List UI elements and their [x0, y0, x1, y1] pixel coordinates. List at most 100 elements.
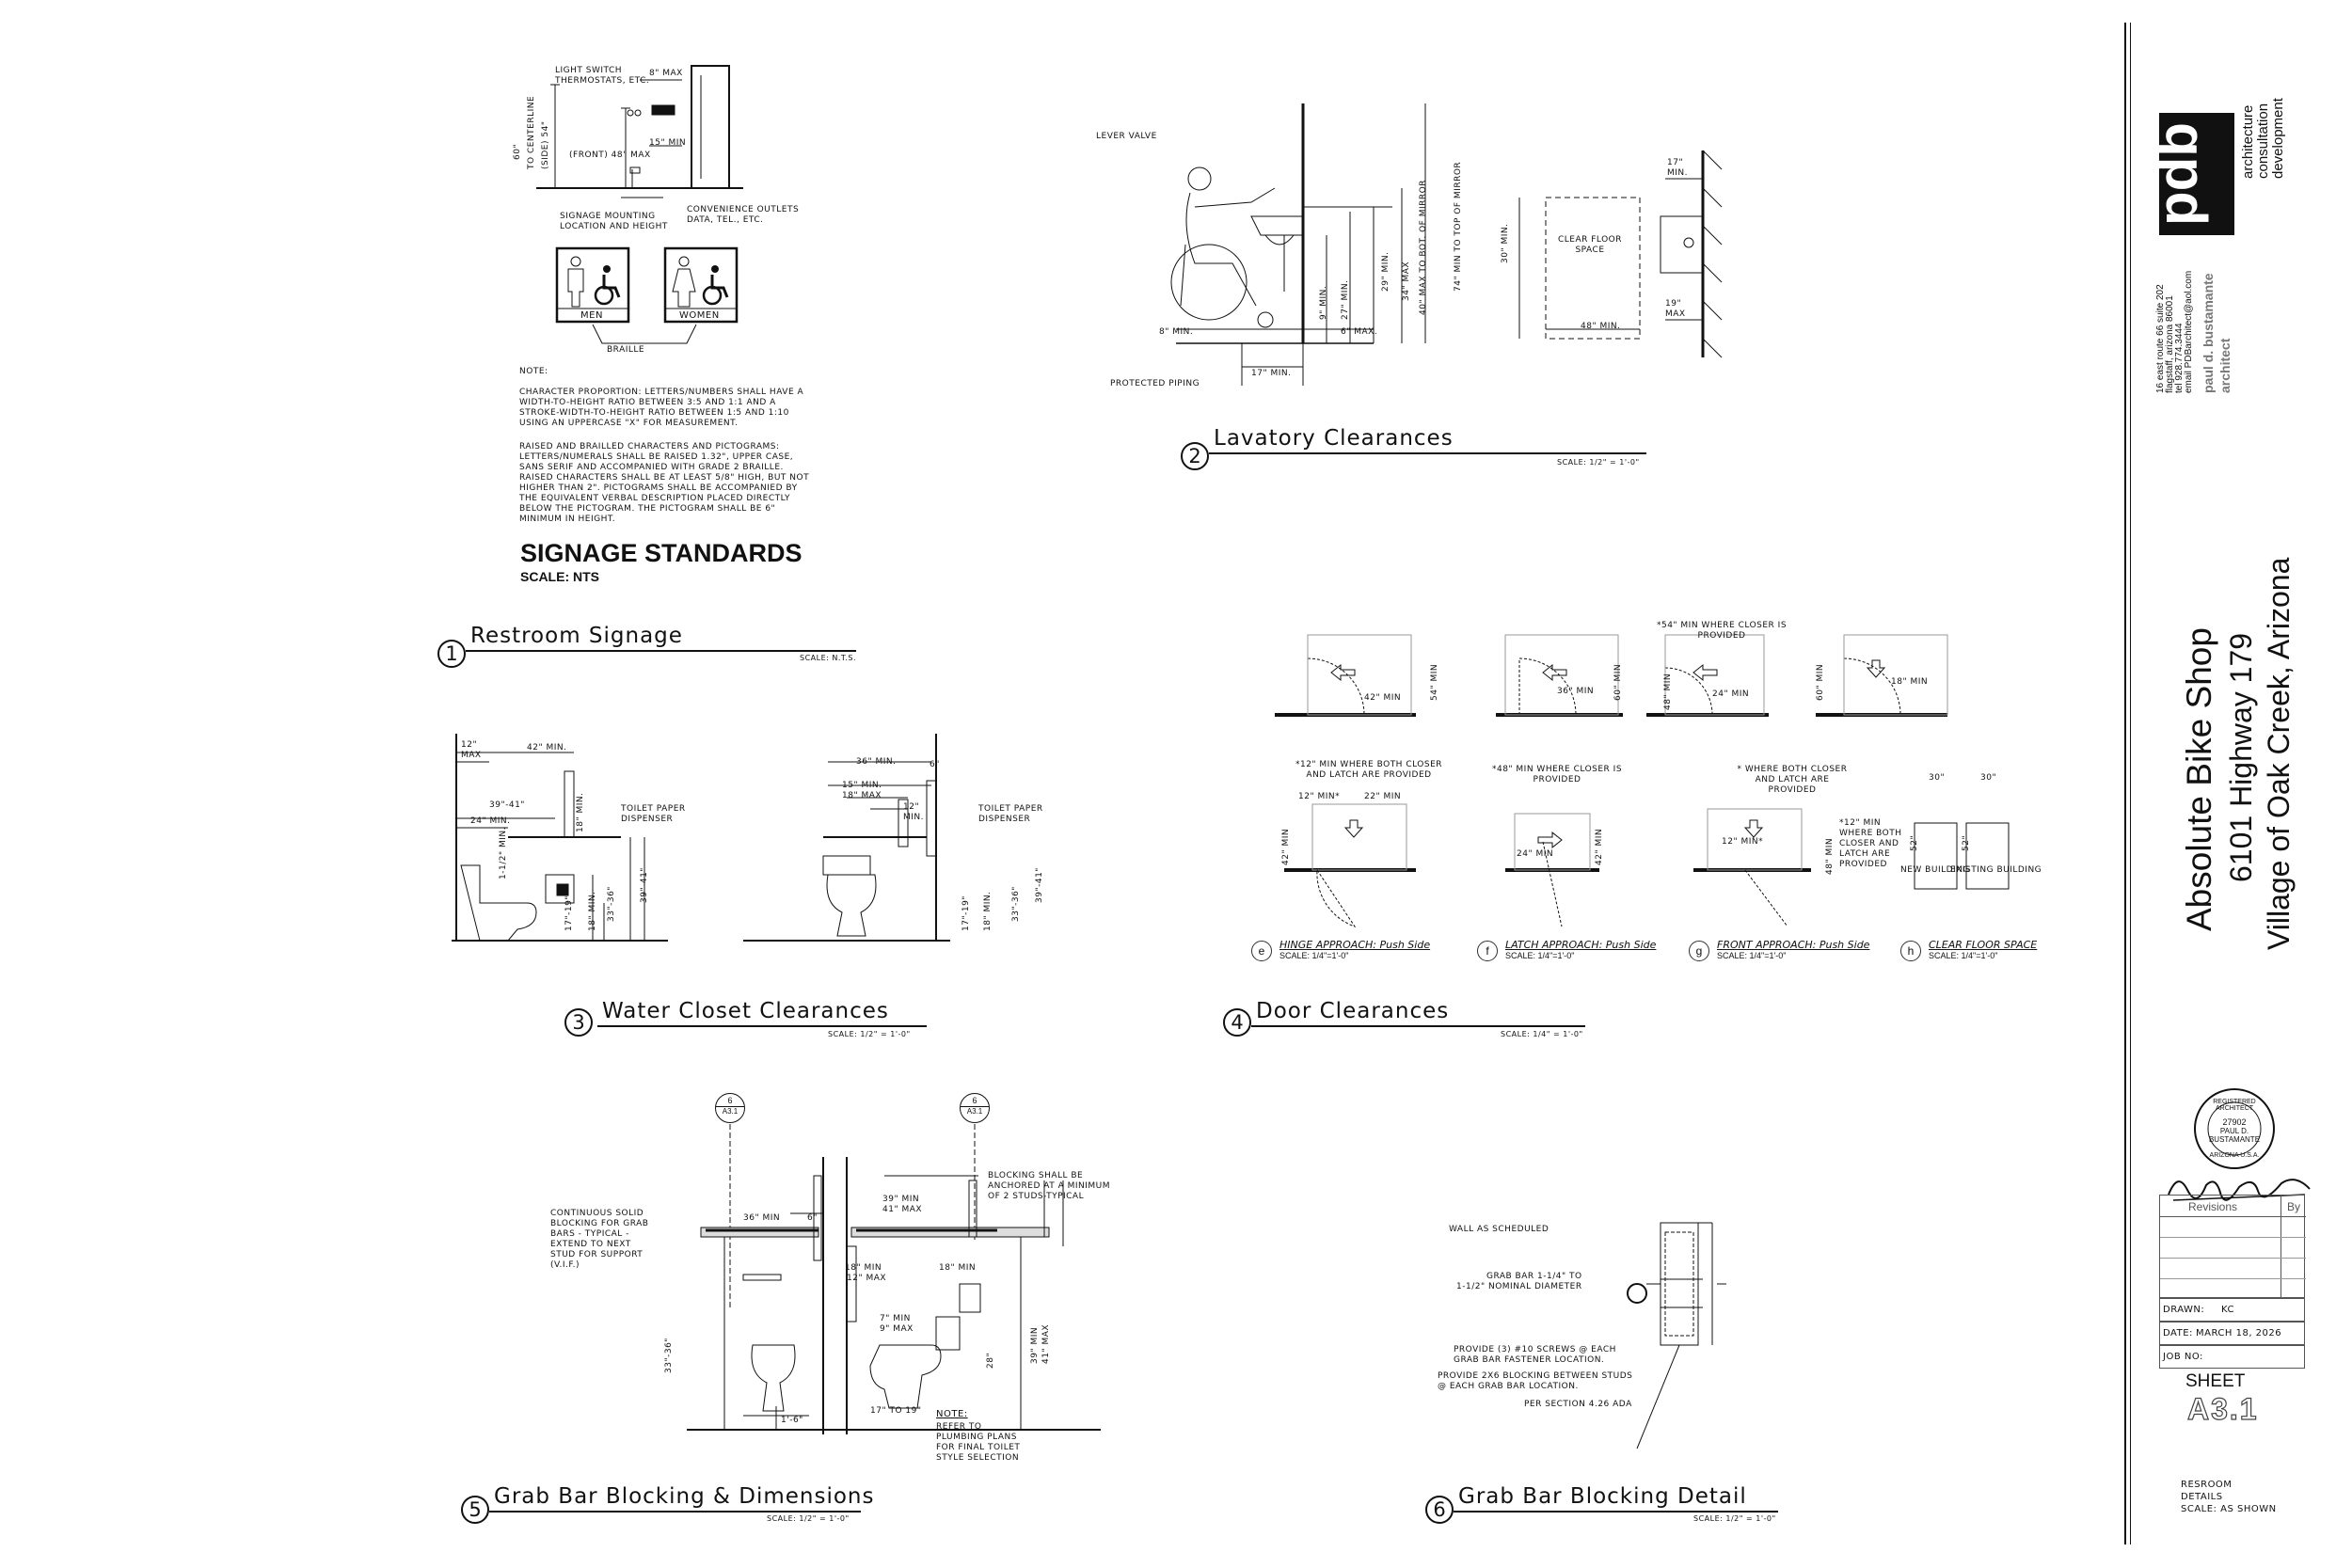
gb-note-text: REFER TO PLUMBING PLANS FOR FINAL TOILET…	[936, 1422, 1021, 1463]
architect-name: paul d. bustamante	[2201, 273, 2216, 393]
mounting-label-1: SIGNAGE MOUNTING	[560, 212, 656, 221]
signage-standards-title: SIGNAGE STANDARDS	[520, 539, 803, 567]
lav-max-40: 40" MAX TO BOT. OF MIRROR	[1419, 180, 1428, 315]
sub-h-title: CLEAR FLOOR SPACE	[1929, 939, 2038, 951]
door-min-48b: 48" MIN	[1825, 837, 1835, 875]
detail-3-number: 3	[564, 1008, 593, 1037]
revisions-table: Revisions By	[2159, 1195, 2306, 1299]
by-header: By	[2287, 1200, 2301, 1213]
clear-floor-label: CLEAR FLOOR SPACE	[1557, 235, 1623, 255]
drawn-value: KC	[2221, 1305, 2234, 1315]
outlets-label: Convenience Outlets	[687, 205, 800, 214]
wc-33-36: 33"-36"	[607, 886, 616, 922]
water-closet-front	[743, 734, 950, 945]
project-address: 6101 Highway 179	[2224, 632, 2258, 882]
gb-17-19: 17" TO 19"	[870, 1406, 922, 1416]
detail-1-title: Restroom Signage	[470, 624, 683, 648]
door-dim-30a: 30"	[1929, 773, 1946, 783]
door-note-both: * WHERE BOTH CLOSER AND LATCH ARE PROVID…	[1737, 765, 1848, 795]
firm-line-2: consultation	[2255, 103, 2271, 179]
door-min-12b: 12" MIN*	[1722, 837, 1764, 847]
max-8-label: 8" MAX	[649, 69, 683, 78]
wc-min-1-12: 1-1/2" MIN.	[499, 827, 508, 879]
door-min-24b: 24" MIN	[1517, 849, 1554, 859]
firm-line-3: development	[2270, 98, 2286, 179]
ref-bubble-1: 6 A3.1	[715, 1093, 745, 1123]
wc-min-12: 12" MIN.	[903, 802, 925, 822]
lav-max-6: 6" MAX.	[1341, 327, 1378, 337]
lav-min-17b: 17" MIN.	[1667, 158, 1689, 178]
project-city: Village of Oak Creek, Arizona	[2262, 557, 2296, 950]
lav-max-34: 34" MAX	[1402, 261, 1411, 301]
sheet-number: A3.1	[2186, 1391, 2259, 1426]
detail-6-number: 6	[1425, 1496, 1454, 1524]
door-min-60: 60" MIN	[1613, 663, 1623, 701]
revisions-header: Revisions	[2188, 1200, 2238, 1213]
detail-6-title: Grab Bar Blocking Detail	[1458, 1484, 1747, 1509]
gd-blocking-1: PROVIDE 2X6 BLOCKING BETWEEN STUDS	[1438, 1371, 1633, 1381]
door-min-12: 12" MIN*	[1298, 792, 1341, 801]
gb-min-7: 7" MIN	[880, 1314, 911, 1323]
detail-3-title: Water Closet Clearances	[602, 999, 889, 1023]
detail-6-scale: SCALE: 1/2" = 1'-0"	[1693, 1514, 1776, 1523]
sub-h-scale: SCALE: 1/4"=1'-0"	[1929, 951, 1998, 960]
ref-bubble-2: 6 A3.1	[960, 1093, 990, 1123]
gb-min-39b: 39" MIN	[1030, 1326, 1040, 1364]
gd-screws-2: GRAB BAR FASTENER LOCATION.	[1454, 1355, 1605, 1365]
door-existing-building: EXISTING BUILDING	[1950, 865, 2042, 875]
lav-min-8: 8" MIN.	[1159, 327, 1194, 337]
date-row: Date: March 18, 2026	[2159, 1322, 2305, 1345]
architect-seal	[2183, 1086, 2286, 1180]
wc-min-18b: 18" MIN.	[588, 891, 597, 931]
women-label: WOMEN	[679, 310, 720, 321]
gb-min-36: 36" MIN	[743, 1213, 781, 1223]
job-row: Job No:	[2159, 1345, 2305, 1369]
wc-17-19-f: 17"-19"	[961, 895, 971, 931]
wc-max-18: 18" MAX	[842, 791, 882, 800]
sub-e-letter: e	[1251, 941, 1272, 961]
detail-2-scale: SCALE: 1/2" = 1'-0"	[1557, 458, 1640, 467]
detail-1-number: 1	[437, 640, 466, 668]
wc-min-24: 24" MIN.	[470, 816, 511, 826]
door-min-42b: 42" MIN	[1281, 828, 1291, 865]
door-min-24: 24" MIN	[1712, 689, 1750, 699]
min-15-label: 15" MIN	[649, 138, 687, 148]
door-min-18: 18" MIN	[1891, 677, 1929, 687]
date-value: March 18, 2026	[2196, 1328, 2282, 1338]
signage-note-1: CHARACTER PROPORTION: LETTERS/NUMBERS SH…	[519, 388, 804, 428]
lav-max-19: 19" MAX	[1665, 299, 1686, 319]
sheet-desc-2: DETAILS	[2181, 1492, 2223, 1502]
braille-leader	[583, 325, 706, 353]
lavatory-elevation	[1091, 103, 1486, 395]
door-min-60b: 60" MIN	[1816, 663, 1825, 701]
wc-39-41: 39"-41"	[489, 800, 525, 810]
wc-39-41b: 39"-41"	[640, 867, 649, 903]
gb-min-39: 39" MIN	[882, 1195, 920, 1204]
door-min-42c: 42" MIN	[1595, 828, 1604, 865]
sub-e-scale: SCALE: 1/4"=1'-0"	[1279, 951, 1349, 960]
door-note-48: *48" MIN WHERE CLOSER IS PROVIDED	[1491, 765, 1623, 784]
wc-min-36: 36" MIN.	[856, 757, 897, 767]
lav-min-9: 9" MIN.	[1319, 285, 1328, 320]
seal-state: ARIZONA U.S.A.	[2209, 1152, 2260, 1159]
door-dim-30b: 30"	[1980, 773, 1997, 783]
signage-note-2: RAISED AND BRAILLED CHARACTERS AND PICTO…	[519, 442, 810, 524]
wc-min-18: 18" MIN.	[576, 792, 585, 832]
signage-note-label: NOTE:	[519, 367, 548, 376]
wc-min-15: 15" MIN.	[842, 781, 882, 790]
gd-grab-bar-2: 1-1/2" NOMINAL DIAMETER	[1456, 1282, 1582, 1291]
seal-num: 27902	[2222, 1117, 2247, 1127]
men-label: MEN	[580, 310, 603, 321]
door-min-42: 42" MIN	[1364, 693, 1402, 703]
gb-d-6: 6"	[807, 1213, 818, 1223]
gb-1-6: 1'-6"	[781, 1416, 803, 1425]
gb-blocking-note: BLOCKING SHALL BE ANCHORED AT A MINIMUM …	[988, 1171, 1111, 1201]
door-min-48: 48" MIN	[1663, 673, 1673, 710]
date-label: Date:	[2163, 1328, 2193, 1338]
door-note-54: *54" MIN WHERE CLOSER IS PROVIDED	[1656, 621, 1788, 641]
lever-valve-label: LEVER VALVE	[1096, 132, 1157, 141]
wc-33-36-f: 33"-36"	[1011, 886, 1021, 922]
door-min-22: 22" MIN	[1364, 792, 1402, 801]
door-dim-52a: 52"	[1910, 834, 1919, 851]
gb-max-9: 9" MAX	[880, 1324, 914, 1334]
